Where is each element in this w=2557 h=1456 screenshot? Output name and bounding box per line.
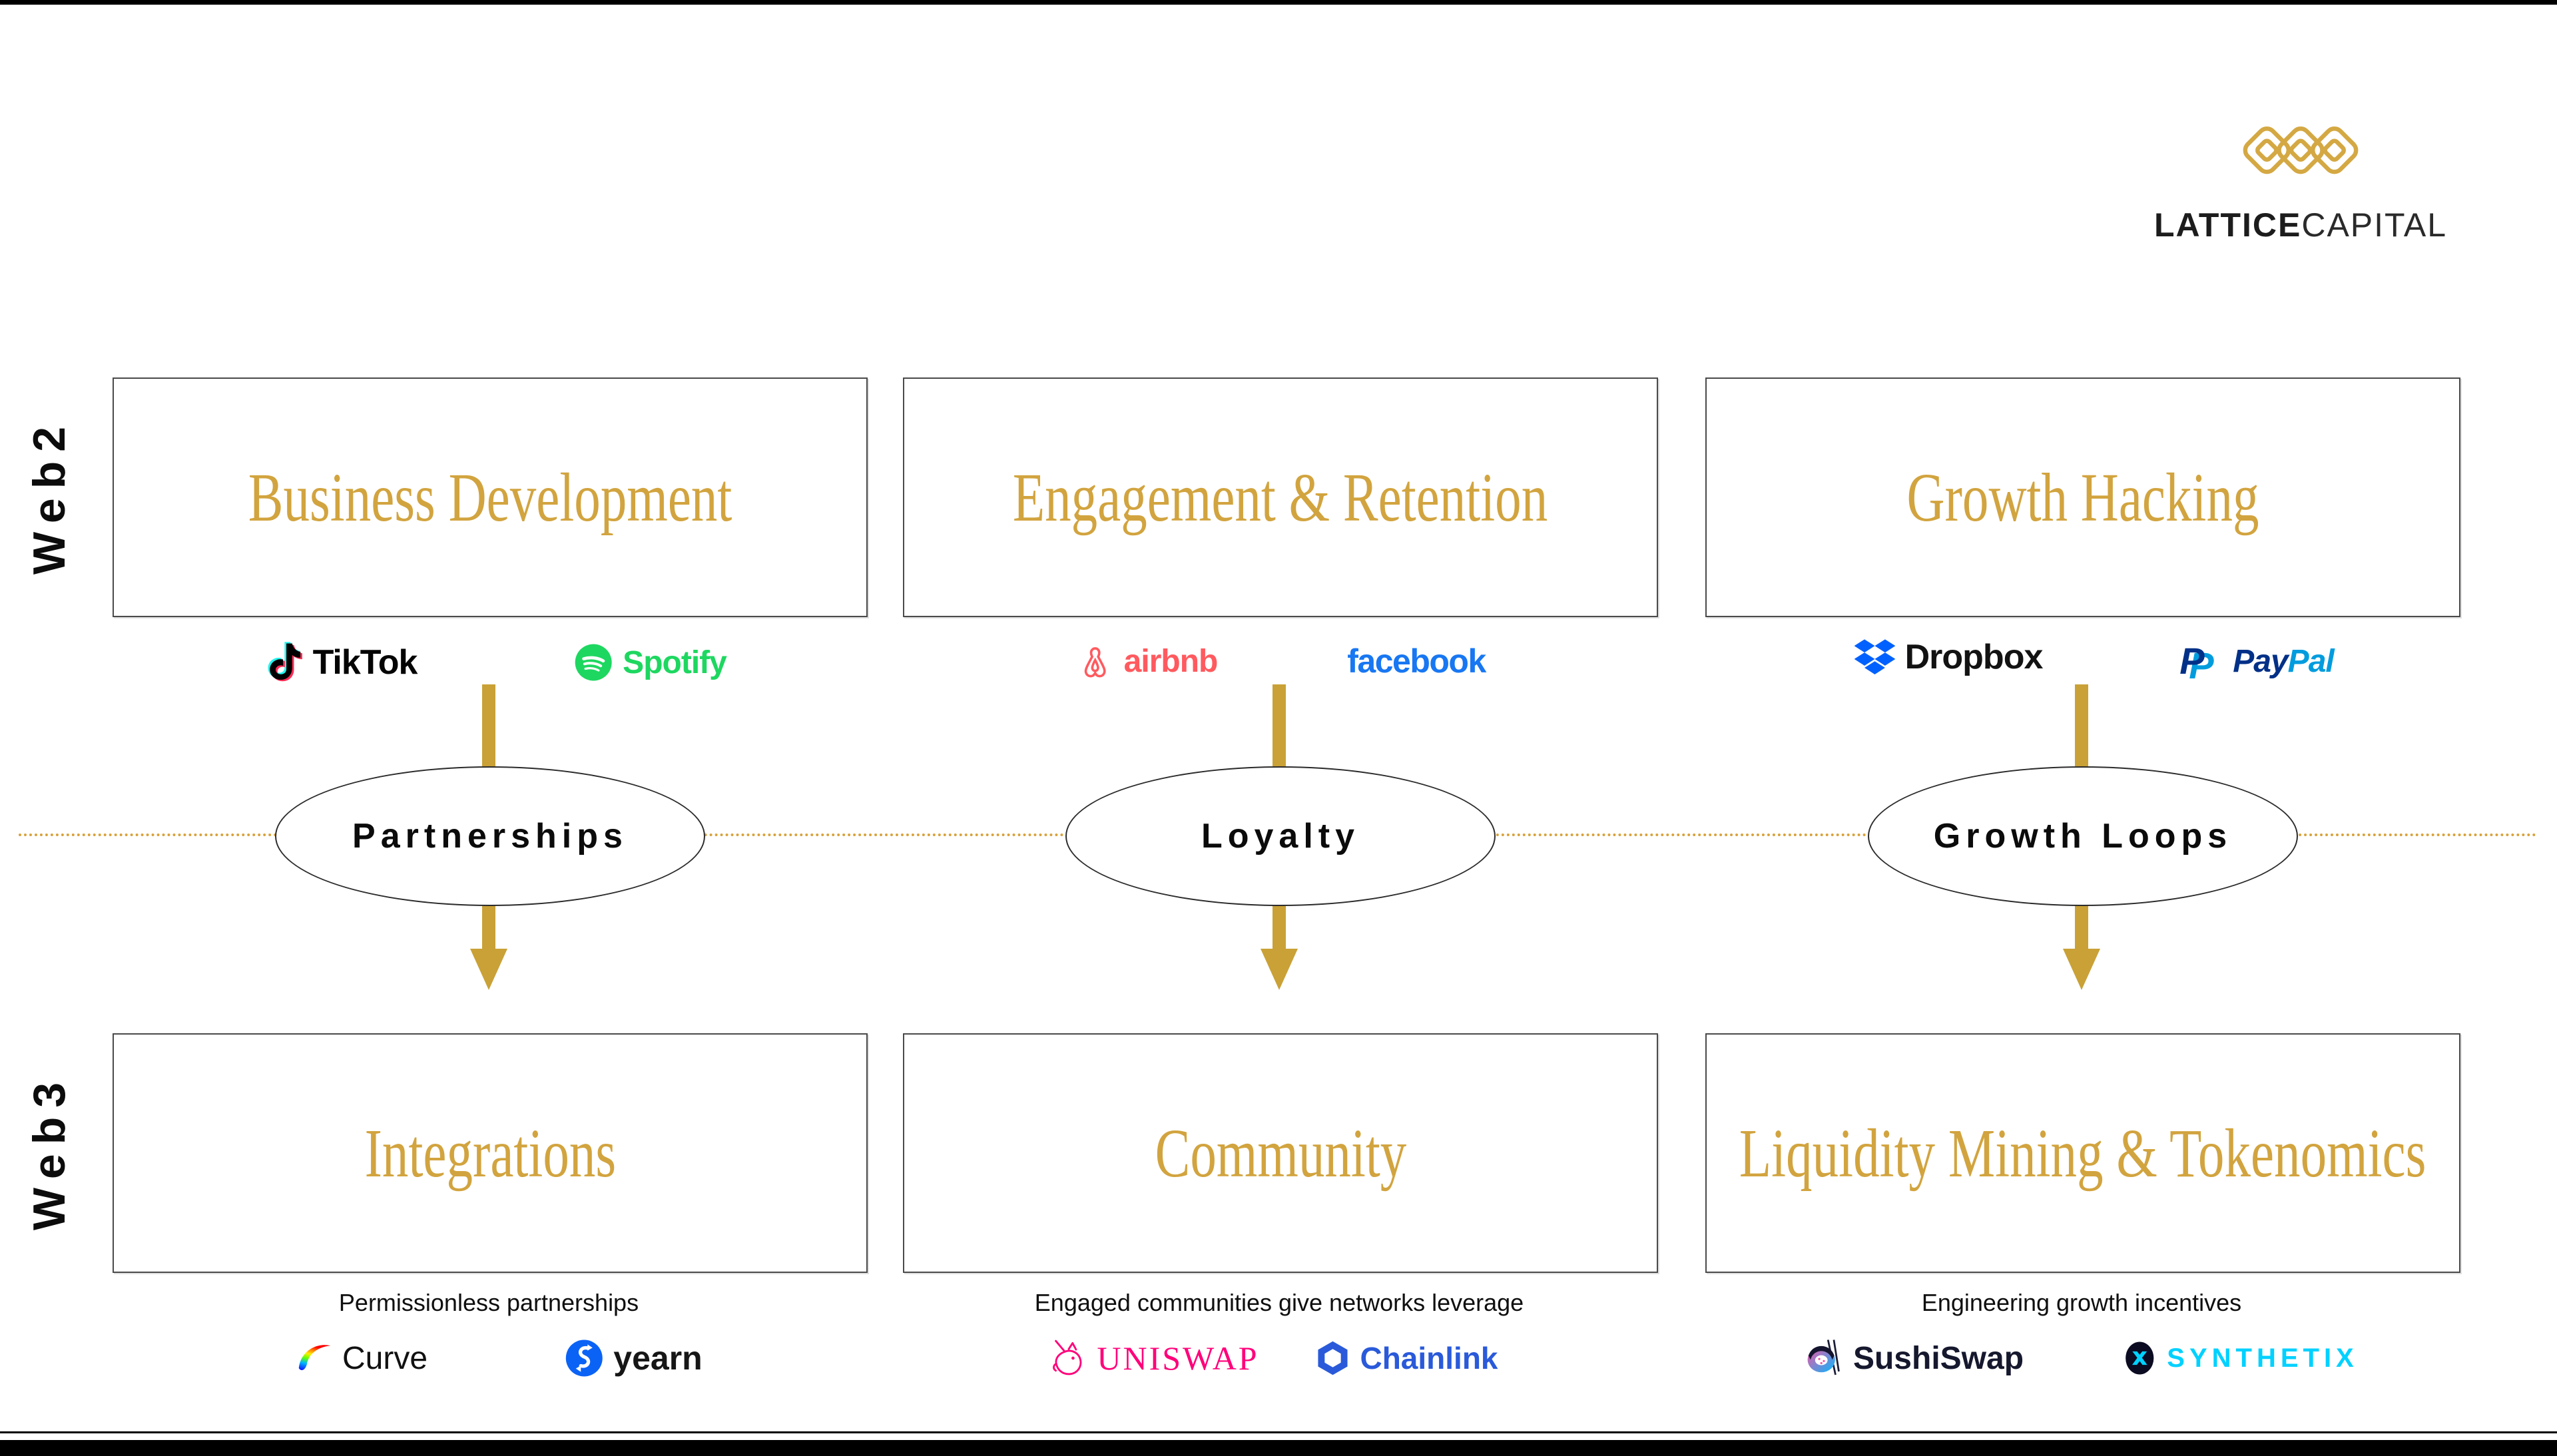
synthetix-icon (2126, 1341, 2154, 1375)
paypal-pal-text: Pal (2287, 643, 2335, 679)
web3-row-label: Web3 (24, 1073, 75, 1231)
connector-loyalty: Loyalty (1065, 766, 1496, 906)
facebook-logo: facebook (1347, 642, 1486, 680)
connector-label: Loyalty (1201, 817, 1360, 855)
connector-label: Growth Loops (1933, 817, 2233, 855)
lattice-text: LATTICE (2153, 206, 2302, 244)
box-title: Engagement & Retention (1013, 459, 1548, 536)
spotify-logo: Spotify (573, 642, 727, 682)
airbnb-wordmark: airbnb (1123, 643, 1219, 679)
yearn-logo: yearn (564, 1338, 703, 1378)
web2-box-engagement-retention: Engagement & Retention (903, 377, 1658, 617)
box-title: Business Development (248, 459, 732, 536)
box-title: Community (1155, 1114, 1406, 1192)
paypal-logo: P P PayPal (2179, 639, 2335, 686)
spotify-wordmark: Spotify (623, 644, 727, 680)
web2-row-label: Web2 (24, 417, 75, 575)
chain-links-icon (2243, 126, 2359, 174)
uniswap-unicorn-icon (1053, 1339, 1082, 1375)
uniswap-wordmark: UNISWAP (1097, 1339, 1259, 1377)
facebook-wordmark: facebook (1347, 642, 1486, 680)
web3-box-integrations: Integrations (113, 1033, 868, 1273)
bottom-letterbox-bar (0, 1440, 2557, 1456)
box-title: Liquidity Mining & Tokenomics (1739, 1114, 2426, 1192)
box-title: Growth Hacking (1906, 459, 2259, 536)
tiktok-icon (268, 642, 302, 682)
caption-community: Engaged communities give networks levera… (1034, 1289, 1524, 1316)
airbnb-icon (1084, 647, 1106, 678)
synthetix-wordmark: SYNTHETIX (2167, 1343, 2359, 1373)
synthetix-logo: SYNTHETIX (2122, 1339, 2358, 1377)
yearn-wordmark: yearn (613, 1339, 703, 1377)
caption-liquidity-mining: Engineering growth incentives (1921, 1289, 2242, 1316)
web2-box-business-development: Business Development (113, 377, 868, 617)
chainlink-logo: Chainlink (1314, 1339, 1498, 1377)
connector-growth-loops: Growth Loops (1868, 766, 2298, 906)
web3-box-liquidity-mining-tokenomics: Liquidity Mining & Tokenomics (1705, 1033, 2460, 1273)
paypal-p-light: P (2189, 644, 2214, 686)
chainlink-wordmark: Chainlink (1360, 1341, 1498, 1375)
web2-box-growth-hacking: Growth Hacking (1705, 377, 2460, 617)
capital-text: CAPITAL (2301, 206, 2448, 244)
paypal-p-dark: P (2179, 640, 2205, 682)
sushiswap-logo: SushiSwap (1804, 1338, 2024, 1378)
airbnb-logo: airbnb (1076, 642, 1218, 680)
lattice-capital-icon (2230, 117, 2371, 187)
paypal-pay-text: Pay (2233, 643, 2288, 679)
sushiswap-icon (1807, 1339, 1840, 1375)
tiktok-logo: TikTok (266, 642, 418, 683)
curve-logo: Curve (293, 1338, 427, 1378)
paypal-wordmark: PayPal (2233, 643, 2335, 680)
curve-wordmark: Curve (342, 1340, 428, 1376)
chainlink-icon (1318, 1341, 1348, 1375)
dropbox-logo: Dropbox (1854, 637, 2043, 677)
yearn-icon (565, 1339, 603, 1377)
sushiswap-wordmark: SushiSwap (1852, 1340, 2024, 1376)
dropbox-wordmark: Dropbox (1904, 638, 2044, 676)
top-letterbox-bar (0, 0, 2557, 5)
box-title: Integrations (364, 1114, 616, 1192)
connector-partnerships: Partnerships (275, 766, 705, 906)
paypal-icon: P P (2179, 639, 2223, 686)
dropbox-icon (1854, 639, 1896, 674)
bottom-rule (0, 1431, 2557, 1433)
tiktok-wordmark: TikTok (312, 643, 418, 682)
lattice-capital-wordmark: LATTICECAPITAL (2154, 206, 2447, 244)
uniswap-logo: UNISWAP (1046, 1337, 1259, 1379)
web3-box-community: Community (903, 1033, 1658, 1273)
connector-label: Partnerships (352, 817, 628, 855)
spotify-icon (575, 644, 612, 681)
caption-integrations: Permissionless partnerships (338, 1289, 639, 1316)
curve-icon (298, 1345, 331, 1371)
